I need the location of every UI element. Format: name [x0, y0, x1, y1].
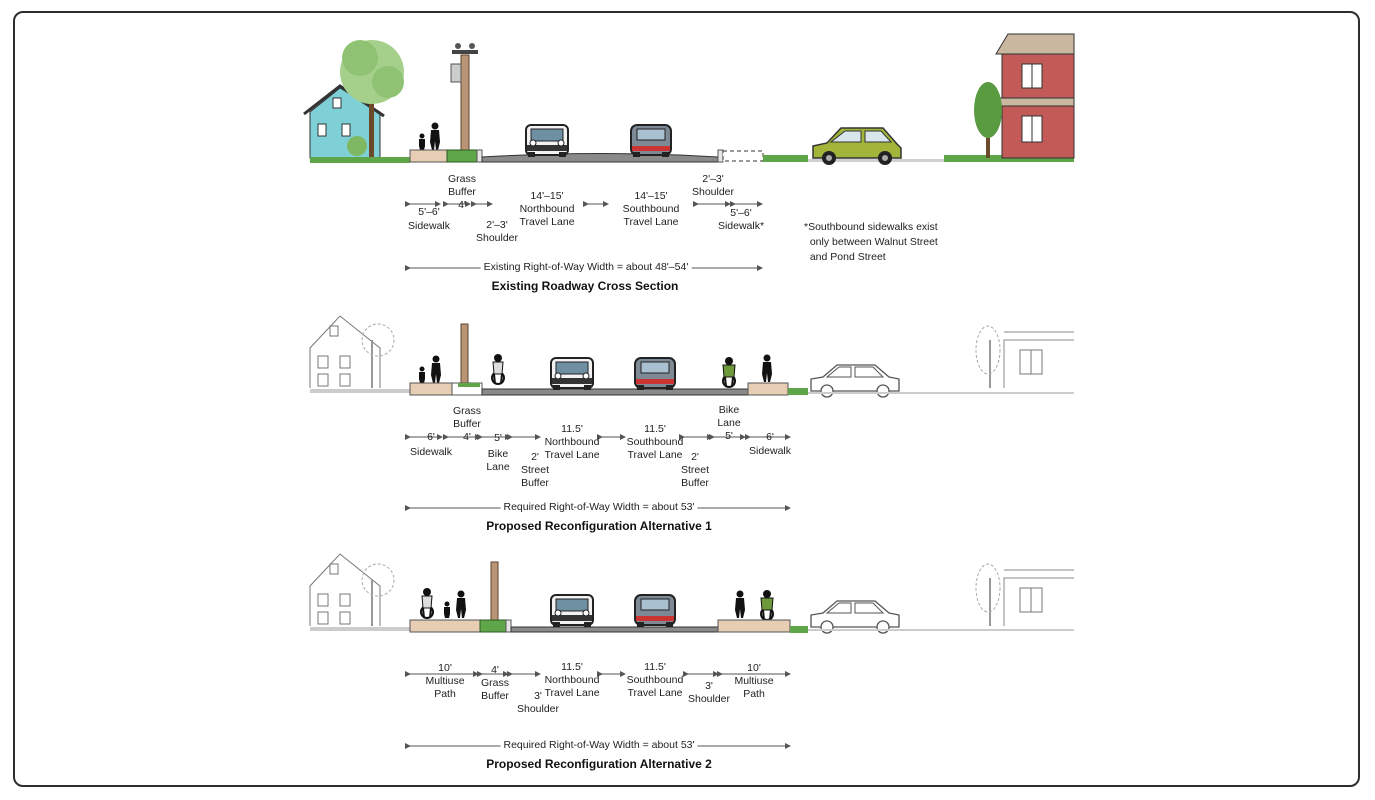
house-right-outline-1: [975, 325, 1074, 388]
dim2-grass-buffer: Grass Buffer 4': [452, 405, 482, 443]
dim2-street-buffer-right: 2' Street Buffer: [680, 451, 710, 489]
dim-label-southbound-lane: 14'–15' Southbound Travel Lane: [622, 190, 680, 228]
dim2-bike-lane-left-top: 5': [494, 432, 502, 444]
dim-label-sidewalk-top: 5'–6': [418, 206, 440, 218]
diagram-frame: [13, 11, 1360, 787]
row-width-existing: Existing Right-of-Way Width = about 48'–…: [480, 261, 692, 273]
row-width-alt2: Required Right-of-Way Width = about 53': [500, 739, 698, 751]
sidewalk-footnote: *Southbound sidewalks exist only between…: [804, 221, 938, 263]
dim3-shoulder-left: 3' Shoulder: [516, 690, 560, 715]
dim-label-sidewalk-right-bottom: Sidewalk*: [717, 220, 765, 232]
dim2-sidewalk-left-bottom: Sidewalk: [409, 446, 453, 458]
title-alt1: Proposed Reconfiguration Alternative 1: [486, 519, 712, 533]
dim2-sidewalk-left-top: 6': [427, 431, 435, 443]
dimension-lines-1: [405, 201, 763, 271]
dim-label-shoulder-right: 2'–3' Shoulder: [691, 173, 735, 198]
dim2-northbound-lane: 11.5' Northbound Travel Lane: [544, 423, 600, 461]
title-existing: Existing Roadway Cross Section: [491, 279, 679, 293]
dim-label-shoulder-left: 2'–3' Shoulder: [475, 219, 519, 244]
section-alt2-artwork: [309, 553, 1074, 634]
house-right-outline-2: [975, 563, 1074, 626]
dim-label-grass-buffer: Grass Buffer 4': [447, 173, 477, 211]
dim2-sidewalk-right-bottom: Sidewalk: [748, 445, 792, 457]
dimension-lines-2: [405, 434, 791, 511]
tree-left: [340, 40, 404, 158]
dim-label-sidewalk-right-top: 5'–6': [730, 207, 752, 219]
dim-label-northbound-lane: 14'–15' Northbound Travel Lane: [519, 190, 575, 228]
tree-right: [974, 82, 1002, 158]
red-house: [995, 33, 1075, 159]
dim3-multiuse-left: 10' Multiuse Path: [425, 662, 465, 700]
dim2-bike-lane-left-bottom: Bike Lane: [486, 448, 510, 473]
dim2-bike-lane-right: Bike Lane 5': [717, 404, 741, 442]
dim2-street-buffer-left: 2' Street Buffer: [520, 451, 550, 489]
dimension-lines-3: [405, 671, 791, 749]
row-width-alt1: Required Right-of-Way Width = about 53': [500, 501, 698, 513]
dim3-multiuse-right: 10' Multiuse Path: [734, 662, 774, 700]
green-car: [812, 127, 902, 165]
dim3-northbound-lane: 11.5' Northbound Travel Lane: [544, 661, 600, 699]
dim3-shoulder-right: 3' Shoulder: [687, 680, 731, 705]
dim2-sidewalk-right-top: 6': [766, 431, 774, 443]
section-existing-artwork: [303, 33, 1075, 165]
title-alt2: Proposed Reconfiguration Alternative 2: [486, 757, 712, 771]
dim3-southbound-lane: 11.5' Southbound Travel Lane: [626, 661, 684, 699]
dim-label-sidewalk-bottom: Sidewalk: [407, 220, 451, 232]
utility-pole: [450, 43, 478, 156]
section-alt1-artwork: [309, 315, 1074, 398]
dim3-grass-buffer: 4' Grass Buffer: [480, 664, 510, 702]
dim2-southbound-lane: 11.5' Southbound Travel Lane: [626, 423, 684, 461]
